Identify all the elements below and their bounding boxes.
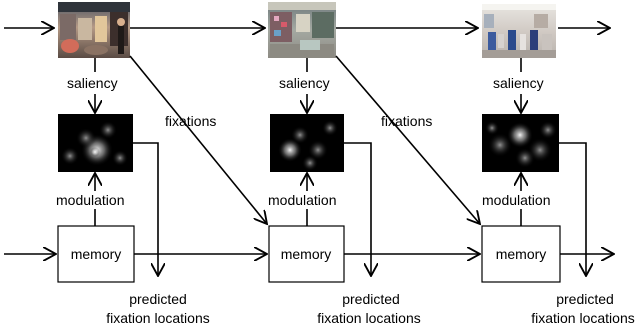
memory-box-2 xyxy=(268,225,345,283)
scene-image-2 xyxy=(268,2,336,58)
scene-image-3 xyxy=(482,4,556,58)
memory-label-2: memory xyxy=(281,246,332,262)
modulation-label-2: modulation xyxy=(268,192,337,208)
output-label-1-line1: predicted xyxy=(129,291,187,307)
fixations-arrow-2 xyxy=(335,55,480,224)
fixations-label-1: fixations xyxy=(165,113,216,129)
output-label-3-line2: fixation locations xyxy=(531,310,635,326)
fixations-label-2: fixations xyxy=(381,113,432,129)
output-label-2-line1: predicted xyxy=(342,291,400,307)
memory-label-1: memory xyxy=(71,246,122,262)
memory-box-1 xyxy=(57,225,135,283)
output-label-2-line2: fixation locations xyxy=(317,310,421,326)
saliency-label-3: saliency xyxy=(493,75,544,91)
output-arrow-1 xyxy=(133,142,158,276)
fixations-arrow-1 xyxy=(129,55,267,224)
scene-image-1 xyxy=(58,2,130,58)
output-label-1-line2: fixation locations xyxy=(106,310,210,326)
output-arrow-3 xyxy=(559,142,586,276)
modulation-label-3: modulation xyxy=(482,192,551,208)
saliency-map-2 xyxy=(270,114,344,172)
output-arrow-2 xyxy=(344,142,371,276)
memory-box-3 xyxy=(481,225,561,283)
saliency-label-1: saliency xyxy=(67,75,118,91)
output-label-3-line1: predicted xyxy=(556,291,614,307)
saliency-map-3 xyxy=(482,114,559,172)
saliency-map-1 xyxy=(58,114,133,172)
modulation-label-1: modulation xyxy=(56,192,125,208)
memory-label-3: memory xyxy=(496,246,547,262)
saliency-label-2: saliency xyxy=(279,75,330,91)
